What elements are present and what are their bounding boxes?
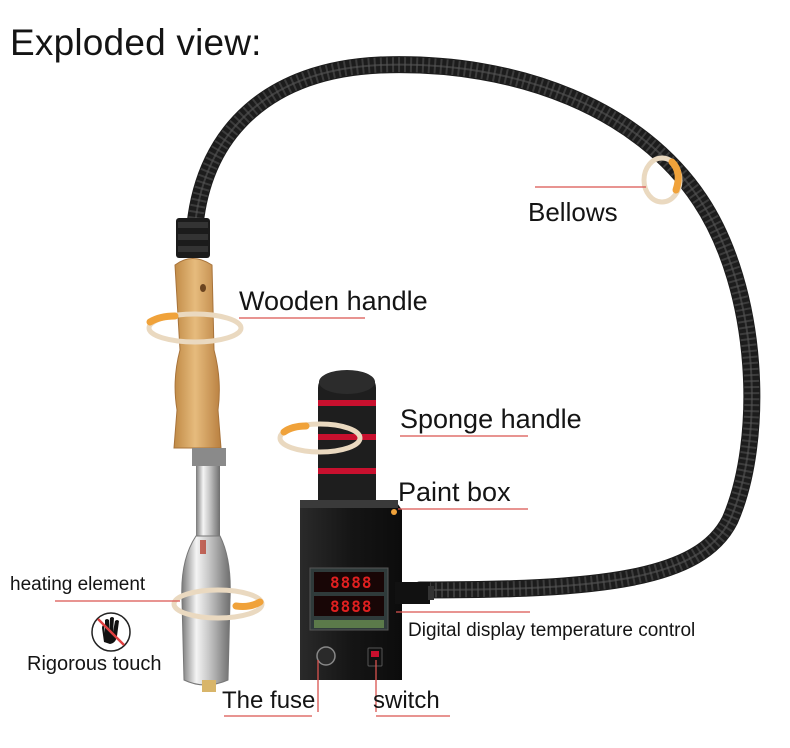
paint-box-marker xyxy=(391,509,397,515)
heating-element xyxy=(181,448,231,692)
bellows-hose xyxy=(186,56,761,599)
highlight-ring-icon xyxy=(641,155,683,205)
digital-display xyxy=(309,567,389,631)
fuse-label: The fuse xyxy=(222,687,316,714)
page-title: Exploded view: xyxy=(10,22,262,63)
highlight-ring-icon xyxy=(277,421,363,455)
fuse-knob xyxy=(316,646,336,666)
bellows-label: Bellows xyxy=(528,197,618,227)
highlight-ring-icon xyxy=(146,311,244,345)
hand-prohibited-icon xyxy=(91,612,131,652)
display-lower-readout: 8888 xyxy=(330,597,373,616)
wooden-handle xyxy=(173,218,222,449)
highlight-ring-icon xyxy=(171,587,265,621)
digital-display-label: Digital display temperature control xyxy=(408,620,696,641)
wooden-handle-label: Wooden handle xyxy=(239,286,428,316)
heating-element-label: heating element xyxy=(10,574,146,595)
paint-box-label: Paint box xyxy=(398,477,511,507)
sponge-handle-label: Sponge handle xyxy=(400,404,582,434)
leader-lines xyxy=(55,186,646,717)
rigorous-touch-label: Rigorous touch xyxy=(27,653,162,675)
switch-label: switch xyxy=(373,687,440,714)
power-switch xyxy=(367,647,383,667)
display-upper-readout: 8888 xyxy=(330,573,373,592)
